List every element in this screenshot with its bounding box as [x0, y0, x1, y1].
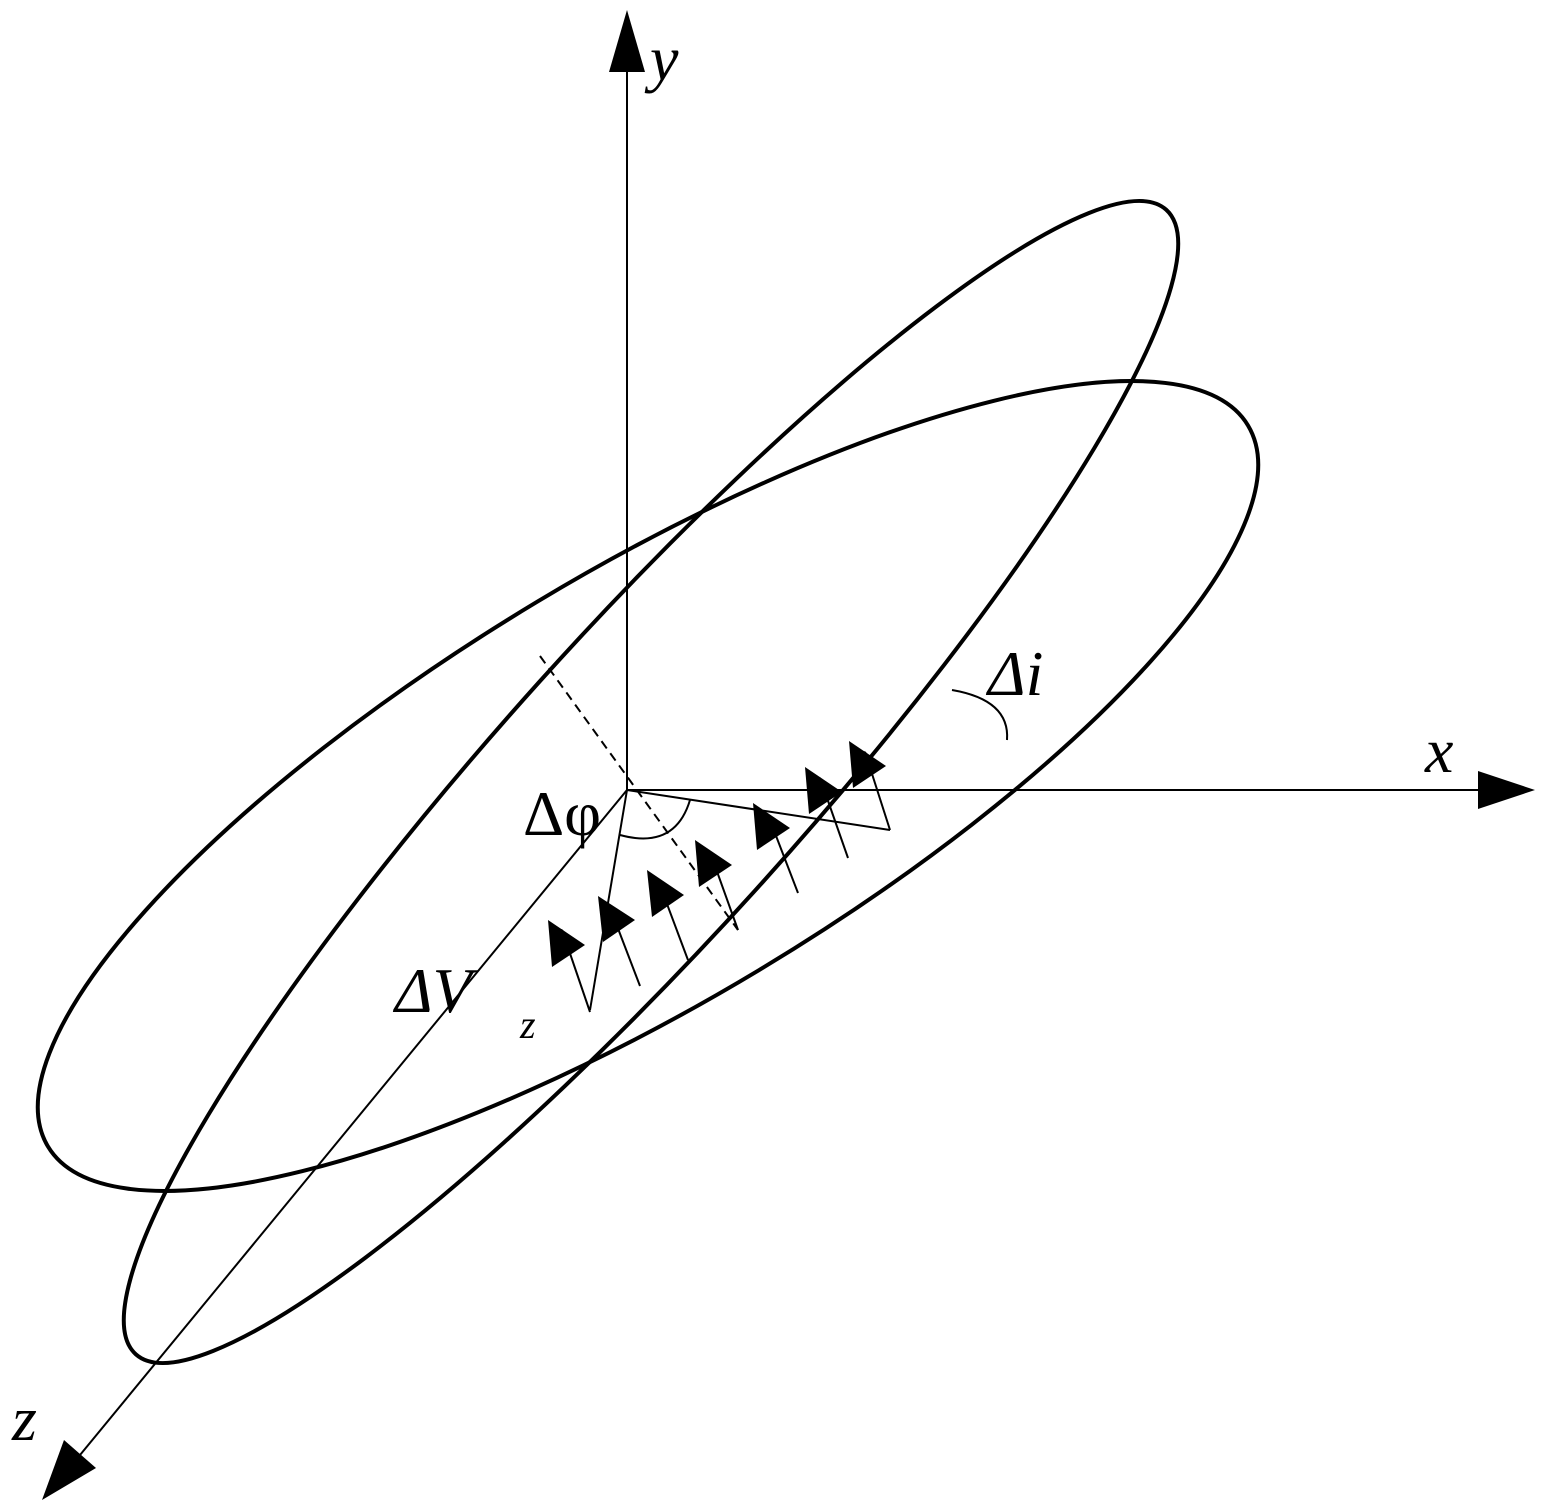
axes — [42, 10, 1535, 1500]
phi-ray-lower — [589, 789, 628, 1011]
dv-head-6 — [805, 767, 842, 814]
delta-phi-sector — [589, 789, 891, 1011]
orbit-wide — [35, 379, 1261, 1193]
dv-head-2 — [598, 896, 635, 942]
dv-head-7 — [849, 741, 886, 788]
x-axis-arrowhead — [1478, 771, 1535, 809]
z-axis-arrowhead — [42, 1440, 96, 1500]
delta-v-subscript: z — [519, 1002, 536, 1047]
dv-head-1 — [548, 920, 585, 967]
dv-head-3 — [647, 870, 684, 917]
orbits — [35, 199, 1261, 1365]
y-axis-arrowhead — [609, 10, 645, 72]
dv-head-5 — [753, 803, 790, 850]
delta-i-arc — [951, 689, 1009, 741]
z-axis-label: z — [11, 1383, 37, 1454]
delta-phi-label: Δφ — [523, 778, 601, 849]
y-axis-label: y — [644, 23, 679, 94]
dv-arrowheads — [548, 741, 886, 967]
line-of-nodes — [539, 655, 739, 931]
delta-i-label: Δi — [985, 638, 1043, 709]
delta-v-label: ΔV — [392, 955, 479, 1026]
z-axis-line — [79, 789, 628, 1456]
dv-head-4 — [695, 840, 732, 887]
orbit-steep — [121, 199, 1181, 1365]
delta-phi-arc — [619, 799, 691, 840]
x-axis-label: x — [1424, 715, 1453, 786]
